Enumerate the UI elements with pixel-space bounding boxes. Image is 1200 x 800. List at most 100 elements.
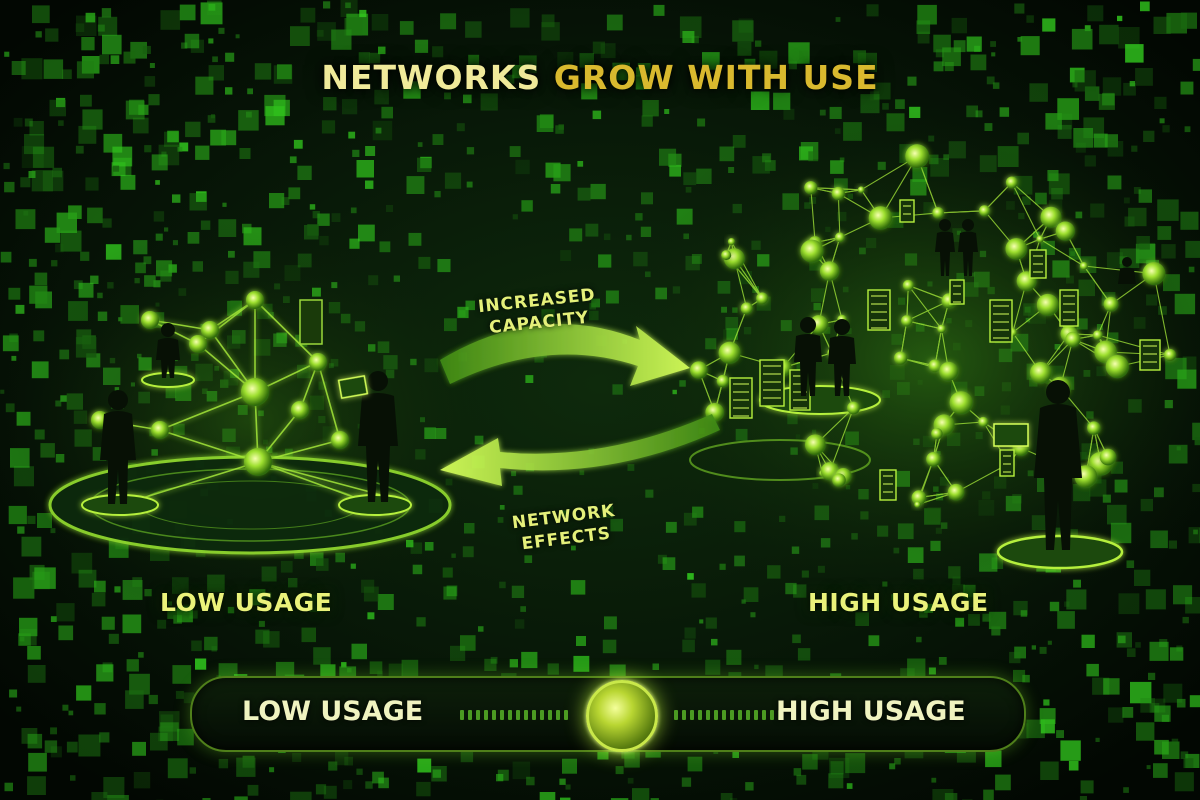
network-node-icon xyxy=(939,361,959,381)
person-silhouette-icon xyxy=(794,219,1136,550)
page-title: NETWORKS GROW WITH USE xyxy=(0,58,1200,97)
network-node-icon xyxy=(847,401,860,415)
network-node-icon xyxy=(901,315,913,327)
slider-tick xyxy=(738,710,742,720)
slider-tick xyxy=(746,710,750,720)
network-node-icon xyxy=(978,416,989,428)
slider-tick xyxy=(722,710,726,720)
network-node-icon xyxy=(201,321,219,339)
server-rack-icon xyxy=(729,199,1161,501)
high-usage-network xyxy=(689,144,1177,570)
title-part-2: GROW WITH USE xyxy=(553,58,879,97)
high-usage-label: HIGH USAGE xyxy=(808,588,989,617)
slider-tick xyxy=(682,710,686,720)
slider-high-label: HIGH USAGE xyxy=(776,696,966,727)
slider-tick xyxy=(778,710,782,720)
network-node-icon xyxy=(716,374,730,388)
network-node-icon xyxy=(189,335,207,353)
network-node-icon xyxy=(937,324,946,334)
network-node-icon xyxy=(868,206,893,230)
network-node-icon xyxy=(718,341,741,364)
slider-track-right xyxy=(674,710,782,720)
network-node-icon xyxy=(1105,355,1129,379)
title-part-1: NETWORKS xyxy=(321,58,542,97)
network-node-icon xyxy=(902,279,914,291)
slider-tick xyxy=(492,710,496,720)
network-node-icon xyxy=(141,311,159,329)
slider-track-left xyxy=(460,710,568,720)
network-node-icon xyxy=(1092,330,1103,340)
network-node-icon xyxy=(832,473,846,488)
slider-tick xyxy=(754,710,758,720)
network-node-icon xyxy=(241,378,269,406)
network-node-icon xyxy=(857,186,865,194)
network-node-icon xyxy=(928,359,942,373)
network-node-icon xyxy=(804,181,818,195)
network-node-icon xyxy=(1142,262,1166,286)
low-usage-label: LOW USAGE xyxy=(160,588,333,617)
network-node-icon xyxy=(1036,235,1044,243)
network-node-icon xyxy=(931,428,943,440)
slider-tick xyxy=(762,710,766,720)
network-node-icon xyxy=(914,501,921,508)
network-node-icon xyxy=(932,207,944,219)
slider-tick xyxy=(508,710,512,720)
network-node-icon xyxy=(1040,206,1062,228)
slider-tick xyxy=(532,710,536,720)
network-node-icon xyxy=(805,434,826,456)
slider-tick xyxy=(690,710,694,720)
network-node-icon xyxy=(331,431,349,449)
network-node-icon xyxy=(721,250,732,261)
network-node-icon xyxy=(1005,176,1018,189)
slider-tick xyxy=(706,710,710,720)
network-node-icon xyxy=(1036,293,1059,316)
network-node-icon xyxy=(911,490,927,505)
slider-knob[interactable] xyxy=(586,680,658,752)
network-node-icon xyxy=(978,205,991,217)
network-node-icon xyxy=(1163,348,1177,362)
network-node-icon xyxy=(1103,296,1119,312)
network-node-icon xyxy=(819,261,840,281)
network-node-icon xyxy=(894,351,908,365)
network-node-icon xyxy=(1087,421,1101,435)
slider-tick xyxy=(540,710,544,720)
network-node-icon xyxy=(947,483,965,501)
slider-tick xyxy=(524,710,528,720)
network-node-icon xyxy=(756,292,769,305)
slider-tick xyxy=(468,710,472,720)
person-silhouette-icon xyxy=(100,323,398,504)
slider-tick xyxy=(730,710,734,720)
slider-tick xyxy=(516,710,520,720)
slider-tick xyxy=(484,710,488,720)
network-node-icon xyxy=(1065,331,1081,347)
slider-tick xyxy=(564,710,568,720)
slider-tick xyxy=(698,710,702,720)
slider-tick xyxy=(500,710,504,720)
slider-low-label: LOW USAGE xyxy=(242,696,424,727)
network-node-icon xyxy=(905,144,930,169)
network-node-icon xyxy=(1079,262,1088,270)
network-node-icon xyxy=(727,238,736,246)
network-node-icon xyxy=(690,361,708,379)
slider-tick xyxy=(556,710,560,720)
slider-tick xyxy=(476,710,480,720)
network-node-icon xyxy=(309,353,327,371)
slider-tick xyxy=(674,710,678,720)
slider-tick xyxy=(460,710,464,720)
network-node-icon xyxy=(1055,221,1075,241)
network-node-icon xyxy=(740,302,753,315)
network-node-icon xyxy=(1005,238,1028,260)
network-node-icon xyxy=(949,391,973,415)
network-node-icon xyxy=(1099,448,1117,466)
network-node-icon xyxy=(151,421,169,439)
network-node-icon xyxy=(244,448,272,476)
network-node-icon xyxy=(291,401,309,419)
network-node-icon xyxy=(834,232,845,243)
network-node-icon xyxy=(831,186,845,201)
usage-slider[interactable]: LOW USAGE HIGH USAGE xyxy=(190,676,1026,752)
slider-tick xyxy=(714,710,718,720)
slider-tick xyxy=(548,710,552,720)
network-node-icon xyxy=(800,239,824,263)
